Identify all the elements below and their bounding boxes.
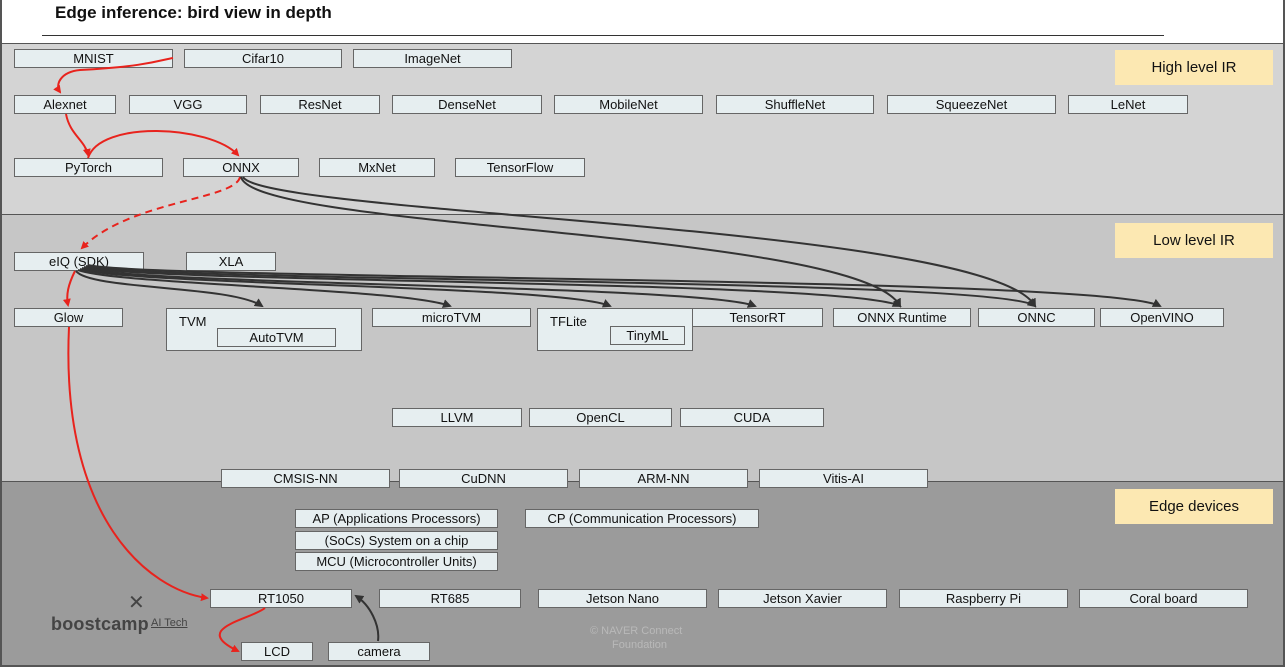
boostcamp-x-icon: ✕ (128, 592, 145, 614)
boostcamp-logo-sub: AI Tech (151, 617, 188, 629)
node-imagenet: ImageNet (353, 49, 512, 68)
arrow-eiq-onnx-runtime (83, 266, 902, 307)
node-cmsis-nn: CMSIS-NN (221, 469, 390, 488)
arrow-camera-rt1050 (354, 594, 380, 642)
node-cuda: CUDA (680, 408, 824, 427)
node-coral-board: Coral board (1079, 589, 1248, 608)
node-tinyml: TinyML (610, 326, 685, 345)
node-resnet: ResNet (260, 95, 380, 114)
copyright-watermark: © NAVER Connect Foundation (590, 624, 682, 652)
node-mxnet: MxNet (319, 158, 435, 177)
level-label-high: High level IR (1115, 50, 1273, 85)
node-lenet: LeNet (1068, 95, 1188, 114)
level-label-edge: Edge devices (1115, 489, 1273, 524)
title-underline (42, 35, 1164, 36)
node-jetson-xavier: Jetson Xavier (718, 589, 887, 608)
node-soc: (SoCs) System on a chip (295, 531, 498, 550)
tflite-label: TFLite (550, 314, 587, 329)
node-shufflenet: ShuffleNet (716, 95, 874, 114)
node-glow: Glow (14, 308, 123, 327)
level-label-low: Low level IR (1115, 223, 1273, 258)
node-vgg: VGG (129, 95, 247, 114)
red-path (53, 57, 266, 653)
node-tensorflow: TensorFlow (455, 158, 585, 177)
node-squeezenet: SqueezeNet (887, 95, 1056, 114)
arrow-eiq-tensorrt (81, 267, 757, 308)
node-opencl: OpenCL (529, 408, 672, 427)
node-mcu: MCU (Microcontroller Units) (295, 552, 498, 571)
arrow-eiq-tvm (75, 270, 264, 308)
node-cp: CP (Communication Processors) (525, 509, 759, 528)
node-rt685: RT685 (379, 589, 521, 608)
node-raspberry-pi: Raspberry Pi (899, 589, 1068, 608)
node-lcd: LCD (241, 642, 313, 661)
group-tvm: TVM AutoTVM (166, 308, 362, 351)
arrow-glow-rt1050 (67, 326, 209, 602)
arrow-rt1050-lcd (218, 607, 266, 653)
arrow-pytorch-onnx (87, 130, 240, 159)
dark-arrows (75, 176, 1162, 642)
boostcamp-logo: boostcamp (51, 614, 149, 634)
node-jetson-nano: Jetson Nano (538, 589, 707, 608)
node-mobilenet: MobileNet (554, 95, 703, 114)
node-alexnet: Alexnet (14, 95, 116, 114)
arrow-alexnet-pytorch (65, 113, 91, 157)
node-cifar10: Cifar10 (184, 49, 342, 68)
node-arm-nn: ARM-NN (579, 469, 748, 488)
arrow-eiq-tflite (79, 268, 612, 308)
node-densenet: DenseNet (392, 95, 542, 114)
arrow-onnx-eiq (80, 176, 241, 250)
node-camera: camera (328, 642, 430, 661)
node-ap: AP (Applications Processors) (295, 509, 498, 528)
arrow-eiq-openvino (87, 264, 1162, 307)
arrow-onnx-onnc (242, 176, 1036, 308)
watermark-line-2: Foundation (612, 639, 668, 651)
node-cudnn: CuDNN (399, 469, 568, 488)
arrow-onnx-onnx-runtime (240, 176, 901, 308)
node-onnx-runtime: ONNX Runtime (833, 308, 971, 327)
node-onnx: ONNX (183, 158, 299, 177)
node-pytorch: PyTorch (14, 158, 163, 177)
node-autotvm: AutoTVM (217, 328, 336, 347)
arrow-eiq-glow (62, 270, 76, 307)
group-tflite: TFLite TinyML (537, 308, 693, 351)
arrow-mnist-alexnet (53, 57, 174, 94)
node-rt1050: RT1050 (210, 589, 352, 608)
node-microtvm: microTVM (372, 308, 531, 327)
slide-title: Edge inference: bird view in depth (55, 3, 332, 22)
tvm-label: TVM (179, 314, 207, 329)
node-mnist: MNIST (14, 49, 173, 68)
arrow-eiq-onnc (85, 265, 1037, 308)
node-xla: XLA (186, 252, 276, 271)
node-llvm: LLVM (392, 408, 522, 427)
node-openvino: OpenVINO (1100, 308, 1224, 327)
node-vitis-ai: Vitis-AI (759, 469, 928, 488)
node-tensorrt: TensorRT (692, 308, 823, 327)
watermark-line-1: © NAVER Connect (590, 625, 683, 637)
node-onnc: ONNC (978, 308, 1095, 327)
high-level-ir-band (2, 43, 1283, 215)
arrow-eiq-microtvm (77, 269, 452, 308)
